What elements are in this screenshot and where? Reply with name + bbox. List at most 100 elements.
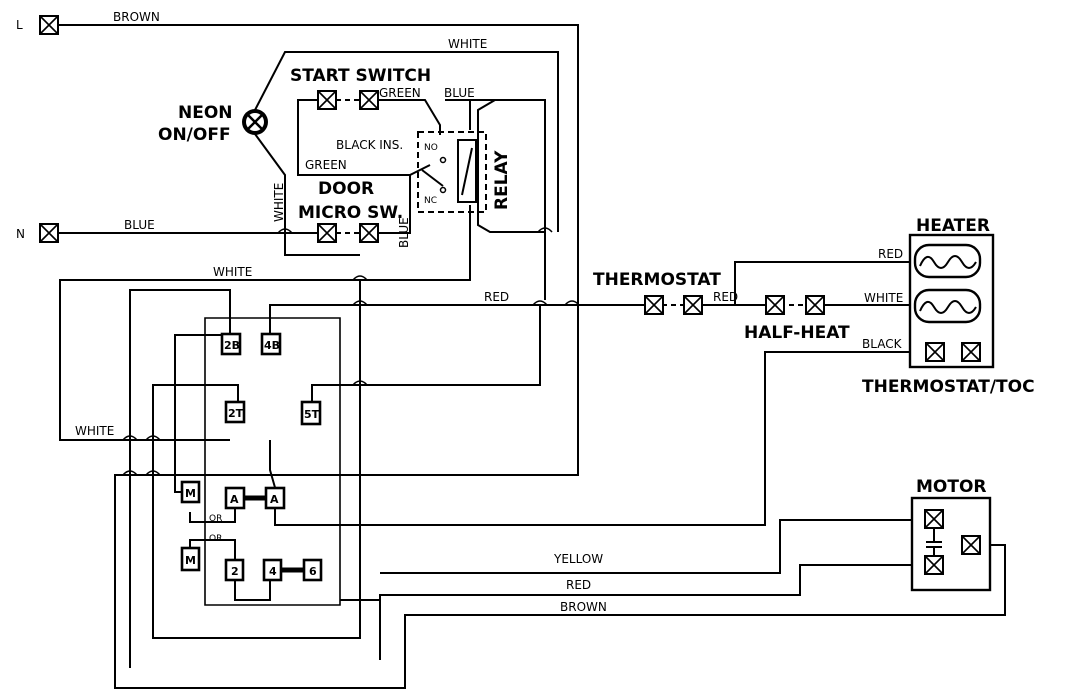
motor bbox=[910, 496, 992, 592]
timer-terminal-m2: M bbox=[185, 554, 196, 567]
wire-term-2 bbox=[234, 580, 271, 601]
wire-hop-8 bbox=[122, 470, 138, 476]
neon-label-line1: NEON bbox=[178, 103, 233, 123]
wire-label-blue-relay: BLUE bbox=[444, 86, 475, 100]
motor-label: MOTOR bbox=[916, 477, 987, 497]
wire-white-top bbox=[254, 51, 559, 232]
wire-label-brown-bottom: BROWN bbox=[560, 600, 607, 614]
motor-capacitor-icon bbox=[926, 528, 942, 556]
wire-5t bbox=[311, 305, 541, 412]
wire-black-heater bbox=[274, 351, 930, 526]
wire-brown-right bbox=[114, 90, 1006, 689]
timer-terminal-m1: M bbox=[185, 487, 196, 500]
timer-terminal-6: 6 bbox=[309, 565, 317, 578]
connector-motor-3 bbox=[961, 535, 981, 555]
connector-l bbox=[39, 15, 59, 35]
door-label-line1: DOOR bbox=[318, 179, 374, 199]
connectors bbox=[39, 15, 825, 315]
timer-terminal-2: 2 bbox=[231, 565, 239, 578]
timer-terminal-5t: 5T bbox=[304, 408, 320, 421]
connector-halfheat-2 bbox=[805, 295, 825, 315]
wire-red-bottom bbox=[379, 564, 925, 660]
half-heat-label: HALF-HEAT bbox=[744, 323, 850, 343]
timer-terminal-2t: 2T bbox=[228, 407, 244, 420]
wire-label-white-left: WHITE bbox=[75, 424, 114, 438]
wire-label-green-left: GREEN bbox=[305, 158, 347, 172]
wire-or-1 bbox=[189, 508, 236, 523]
connector-motor-1 bbox=[924, 509, 944, 529]
wire-label-blue-vertical: BLUE bbox=[397, 217, 411, 248]
connector-start-1 bbox=[317, 90, 337, 110]
wire-yellow bbox=[380, 519, 925, 574]
black-ins-label: BLACK INS. bbox=[336, 138, 403, 152]
wire-neon-down bbox=[254, 133, 360, 256]
wire-label-white-mid: WHITE bbox=[213, 265, 252, 279]
thermostat-toc-label: THERMOSTAT/TOC bbox=[862, 377, 1035, 397]
wire-green-top bbox=[378, 99, 441, 135]
wire-label-blue-neutral: BLUE bbox=[124, 218, 155, 232]
labels: L N BROWN WHITE START SWITCH NEON ON/OFF… bbox=[16, 10, 1035, 614]
connector-start-2 bbox=[359, 90, 379, 110]
heater-element-1-icon bbox=[919, 255, 977, 269]
wire-blue-relay bbox=[445, 99, 546, 232]
wire-label-yellow: YELLOW bbox=[553, 552, 603, 566]
terminal-l-label: L bbox=[16, 18, 23, 32]
thermostat-label: THERMOSTAT bbox=[593, 270, 721, 290]
wire-hop-9 bbox=[145, 470, 161, 476]
wire-hop-3 bbox=[352, 380, 368, 386]
relay-no-label: NO bbox=[424, 143, 438, 153]
neon-lamp-icon bbox=[242, 109, 268, 135]
heater-label: HEATER bbox=[916, 216, 990, 236]
connector-halfheat-1 bbox=[765, 295, 785, 315]
terminal-n-label: N bbox=[16, 227, 25, 241]
wire-white-mid bbox=[129, 289, 231, 668]
timer-terminal-2b: 2B bbox=[224, 339, 240, 352]
wire-hop-10 bbox=[277, 228, 293, 234]
wire-hop-11 bbox=[537, 227, 553, 233]
connector-toc-1 bbox=[925, 342, 945, 362]
wire-hop-7 bbox=[145, 435, 161, 441]
timer-outline bbox=[204, 317, 341, 606]
wire-hop-5 bbox=[564, 300, 580, 306]
wire-loop-a bbox=[152, 280, 361, 639]
relay-label: RELAY bbox=[492, 150, 512, 210]
wire-label-red-heater: RED bbox=[878, 247, 903, 261]
timer-terminals: 2B 4B 2T 5T M A A M 2 4 6 OR OR bbox=[180, 332, 323, 582]
wire-hop-4 bbox=[532, 300, 548, 306]
wire-brown-l bbox=[58, 24, 579, 90]
relay-nc-label: NC bbox=[424, 196, 437, 206]
relay: NO NC RELAY bbox=[417, 131, 512, 213]
wire-loop-c bbox=[174, 334, 230, 493]
wire-red-main bbox=[269, 304, 655, 340]
heater bbox=[908, 233, 995, 369]
timer-terminal-4: 4 bbox=[269, 565, 277, 578]
wire-hop-1 bbox=[352, 275, 368, 281]
wire-label-green-top: GREEN bbox=[379, 86, 421, 100]
wire-or-2 bbox=[189, 539, 236, 560]
wire-red-heater bbox=[734, 261, 912, 305]
connector-thermostat-2 bbox=[683, 295, 703, 315]
wire-label-white-top: WHITE bbox=[448, 37, 487, 51]
connector-thermostat-1 bbox=[644, 295, 664, 315]
wire-start-switch bbox=[297, 99, 410, 176]
wire-label-red-bottom: RED bbox=[566, 578, 591, 592]
wire-relay-right bbox=[477, 99, 546, 300]
timer-terminal-a2: A bbox=[270, 493, 279, 506]
wire-label-white-heater: WHITE bbox=[864, 291, 903, 305]
connector-toc-2 bbox=[961, 342, 981, 362]
wire-hop-6 bbox=[122, 435, 138, 441]
neon-label-line2: ON/OFF bbox=[158, 125, 231, 145]
start-switch-label: START SWITCH bbox=[290, 66, 431, 86]
wire-label-red-thermo: RED bbox=[713, 290, 738, 304]
timer-or-label-2: OR bbox=[209, 534, 222, 544]
connector-n bbox=[39, 223, 59, 243]
wire-hop-2 bbox=[352, 300, 368, 306]
connector-door-1 bbox=[317, 223, 337, 243]
door-label-line2: MICRO SW. bbox=[298, 203, 403, 223]
wire-label-brown-top: BROWN bbox=[113, 10, 160, 24]
wire-relay-bottom bbox=[59, 205, 471, 441]
timer-terminal-4b: 4B bbox=[264, 339, 280, 352]
wire-label-white-vertical: WHITE bbox=[272, 183, 286, 222]
connector-door-2 bbox=[359, 223, 379, 243]
